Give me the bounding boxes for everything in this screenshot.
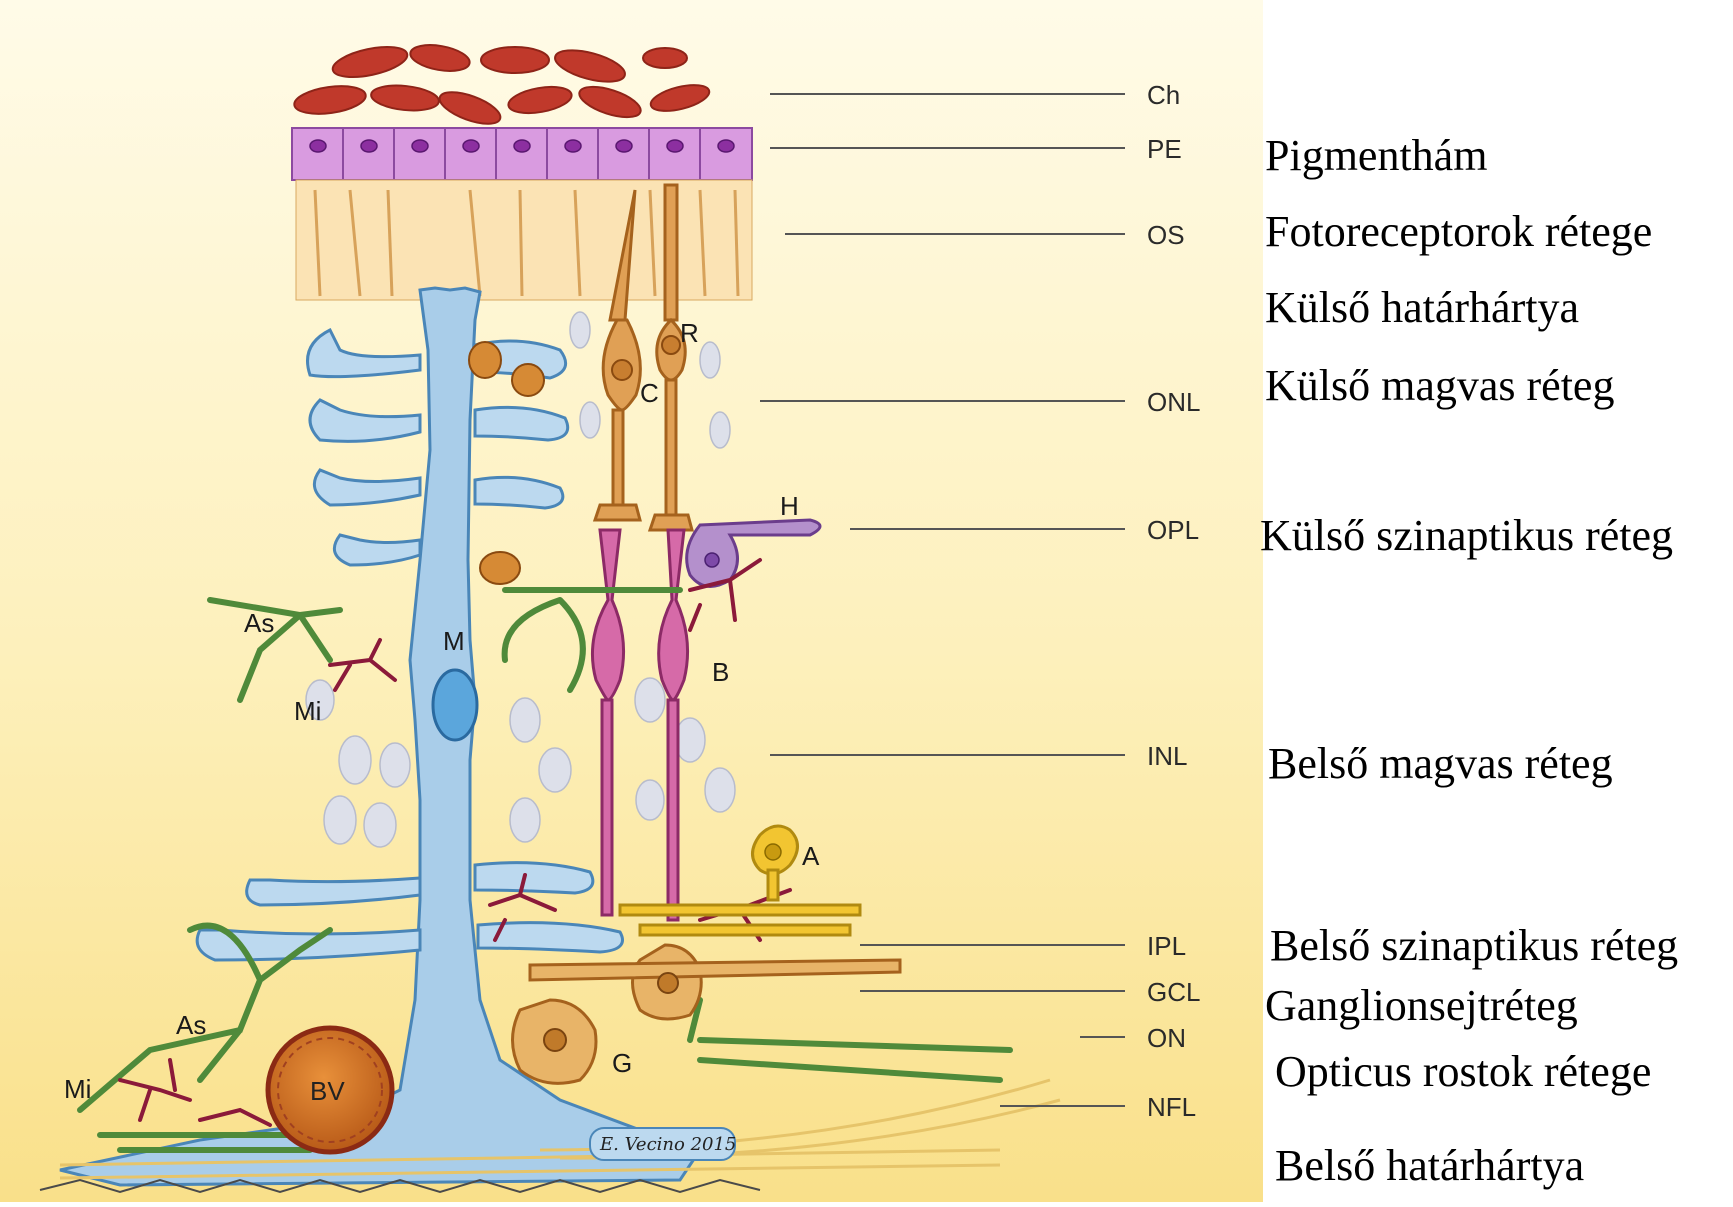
muller-nucleus — [433, 670, 477, 740]
layer-name-on: Opticus rostok rétege — [1275, 1046, 1651, 1097]
layer-abbr-ch: Ch — [1147, 80, 1180, 111]
microglia-top-label: Mi — [294, 696, 321, 727]
layer-abbr-opl: OPL — [1147, 515, 1199, 546]
layer-abbr-on: ON — [1147, 1023, 1186, 1054]
layer-name-inl: Belső magvas réteg — [1268, 738, 1613, 789]
cone-label: C — [640, 378, 659, 409]
layer-abbr-nfl: NFL — [1147, 1092, 1196, 1123]
layer-name-gcl: Ganglionsejtréteg — [1265, 980, 1578, 1031]
cone-nucleus — [612, 360, 632, 380]
rod-label: R — [680, 318, 699, 349]
muller-label: M — [443, 626, 465, 657]
bipolar-label: B — [712, 657, 729, 688]
layer-abbr-ipl: IPL — [1147, 931, 1186, 962]
rod-nucleus — [662, 336, 680, 354]
layer-abbr-inl: INL — [1147, 741, 1187, 772]
layer-name-ipl: Belső szinaptikus réteg — [1270, 920, 1678, 971]
layer-name-opl: Külső szinaptikus réteg — [1260, 510, 1673, 561]
layer-abbr-pe: PE — [1147, 134, 1182, 165]
microglia-bottom-label: Mi — [64, 1074, 91, 1105]
amacrine-nucleus — [765, 844, 781, 860]
signature: E. Vecino 2015 — [600, 1134, 736, 1155]
astrocyte-bottom-label: As — [176, 1010, 206, 1041]
layer-name-pe: Pigmenthám — [1265, 130, 1487, 181]
horizontal-nucleus — [705, 553, 719, 567]
astrocyte-top-label: As — [244, 608, 274, 639]
layer-name-onl: Külső magvas réteg — [1265, 360, 1614, 411]
outer-segment-zone — [296, 180, 752, 300]
layer-name-os: Fotoreceptorok rétege — [1265, 206, 1652, 257]
horizontal-label: H — [780, 491, 799, 522]
layer-abbr-onl: ONL — [1147, 387, 1200, 418]
pigment-epithelium — [292, 128, 752, 180]
ganglion-label: G — [612, 1048, 632, 1079]
layer-abbr-os: OS — [1147, 220, 1185, 251]
layer-name-ilm: Belső határhártya — [1275, 1140, 1584, 1191]
amacrine-label: A — [802, 841, 819, 872]
layer-name-olm: Külső határhártya — [1265, 282, 1579, 333]
blood-vessel-label: BV — [310, 1076, 345, 1107]
layer-abbr-gcl: GCL — [1147, 977, 1200, 1008]
